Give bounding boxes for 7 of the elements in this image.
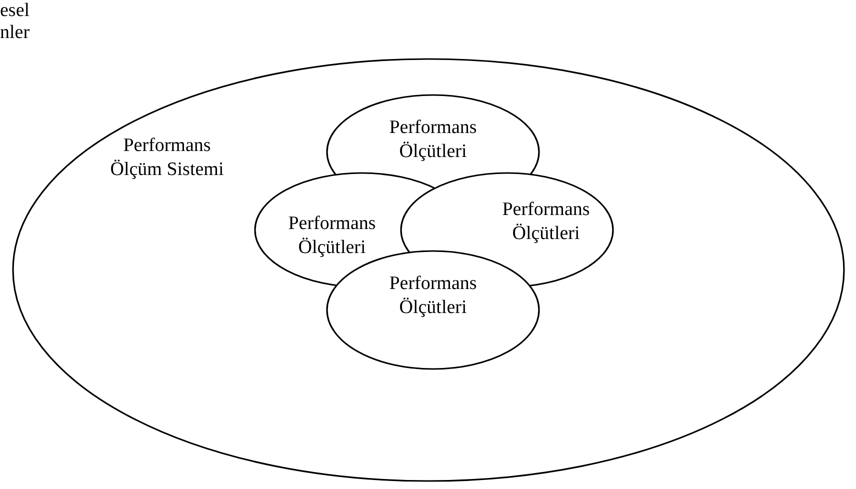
ellipse-label: Performans Ölçüm Sistemi (109, 134, 225, 182)
ellipse-label: Performans Ölçütleri (501, 198, 591, 246)
ellipse-label: Performans Ölçütleri (388, 272, 478, 320)
label-text: nler (0, 22, 30, 44)
ellipse-label: Performans Ölçütleri (287, 212, 377, 260)
label-text: esel (0, 0, 30, 22)
ellipse-label: Performans Ölçütleri (388, 116, 478, 164)
